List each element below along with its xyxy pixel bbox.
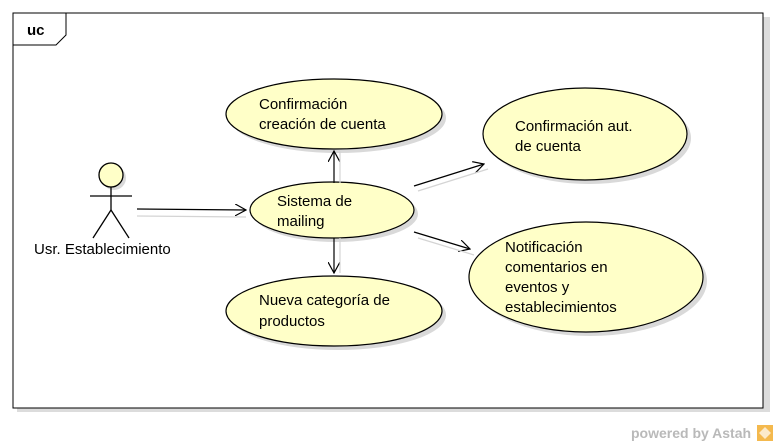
dependency-to-notificacion — [413, 231, 470, 249]
use-case-label-line: creación de cuenta — [259, 116, 386, 133]
dependency-to-confirmacion-aut — [413, 164, 484, 187]
use-case-label-line: Nueva categoría de — [259, 292, 390, 309]
use-case-confirmacion-aut[interactable]: Confirmación aut. de cuenta — [482, 87, 691, 184]
astah-logo-icon — [757, 425, 773, 441]
use-case-label-line: productos — [259, 313, 325, 330]
actor-label: Usr. Establecimiento — [34, 241, 171, 258]
use-case-label-line: eventos y — [505, 279, 570, 296]
association-actor-to-mailing — [136, 209, 246, 210]
use-case-label-line: comentarios en — [505, 259, 608, 276]
frame-tag-box — [12, 12, 67, 46]
use-case-label-line: de cuenta — [515, 138, 582, 155]
use-case-nueva-categoria[interactable]: Nueva categoría de productos — [225, 275, 446, 350]
dependency-shadow — [417, 237, 475, 256]
actor-usr-establecimiento[interactable]: Usr. Establecimiento — [34, 162, 171, 258]
use-case-label-line: Notificación — [505, 239, 583, 256]
association-shadow — [136, 215, 247, 218]
use-case-label-line: establecimientos — [505, 299, 617, 316]
astah-watermark: powered by Astah — [631, 425, 773, 441]
dependency-shadow — [417, 168, 489, 192]
actor-icon — [90, 162, 132, 239]
powered-by-text: powered by Astah — [631, 425, 751, 441]
use-case-label-line: Confirmación — [259, 96, 347, 113]
use-case-confirmacion-creacion[interactable]: Confirmación creación de cuenta — [225, 78, 446, 153]
associations — [136, 151, 489, 273]
use-case-sistema-mailing[interactable]: Sistema de mailing — [249, 181, 418, 242]
use-case-label-line: Sistema de — [277, 193, 352, 210]
use-case-label-line: mailing — [277, 213, 325, 230]
frame-tag: uc — [27, 22, 45, 39]
use-case-notificacion[interactable]: Notificación comentarios en eventos y es… — [468, 221, 707, 336]
use-case-label-line: Confirmación aut. — [515, 118, 633, 135]
